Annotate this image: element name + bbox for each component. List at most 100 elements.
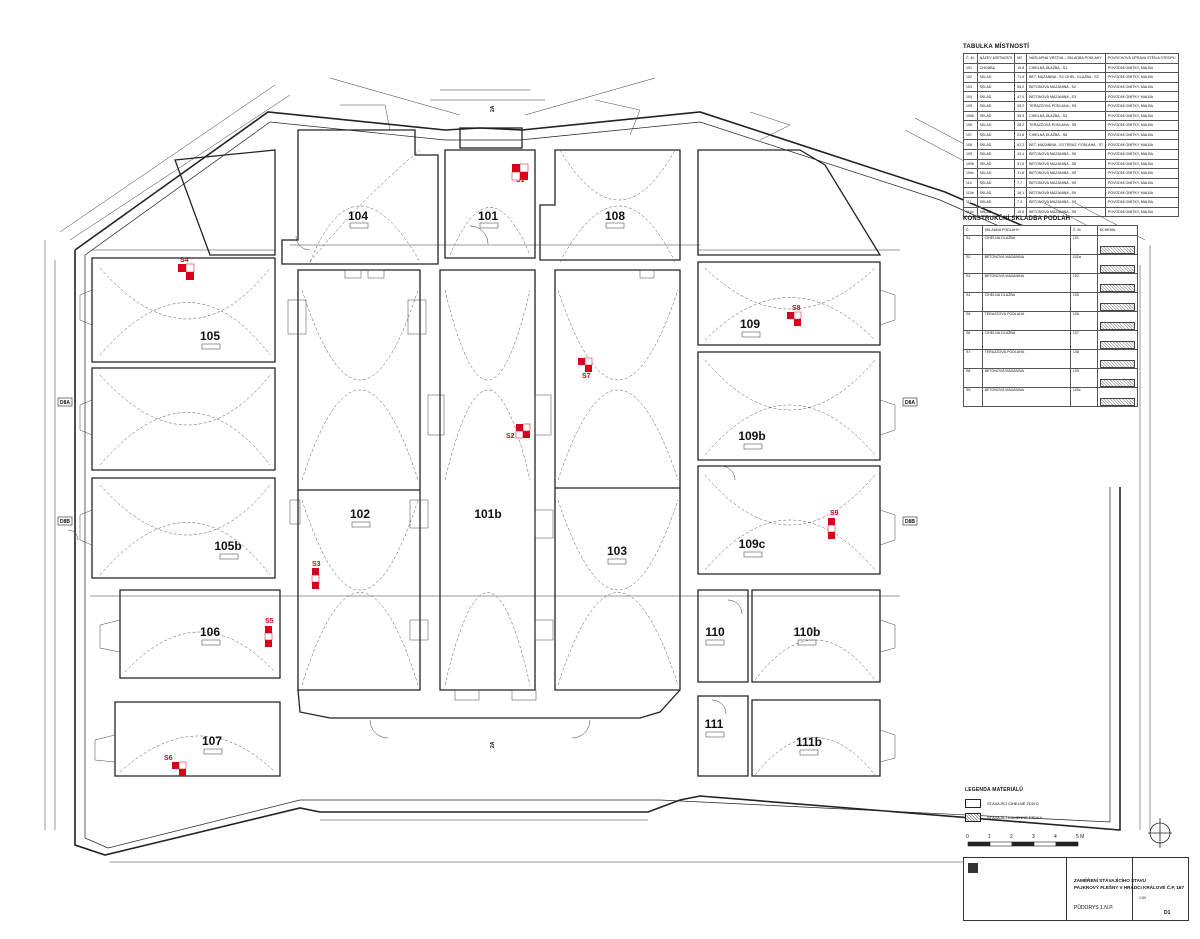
section-mark-2a-south: 2A [490, 741, 496, 748]
table-cell: S8 [963, 367, 983, 388]
table-cell: BETONOVÁ MAZANINA - S9 [1026, 168, 1106, 179]
table-cell: 47,0 [1014, 91, 1028, 102]
svg-text:D8A: D8A [60, 400, 70, 406]
table-cell: POVODNÍ OMÍTKY, MALBA [1104, 110, 1179, 122]
svg-text:2A: 2A [490, 105, 496, 112]
svg-text:0: 0 [966, 834, 969, 840]
table-cell: SKLAD [976, 187, 1016, 198]
room-table-header: POVRCHOVÁ ÚPRAVA STĚN A STROPU [1104, 53, 1179, 64]
table-cell: 43,4 [1014, 148, 1028, 160]
logo-icon [968, 863, 978, 873]
probe-s2: S2 [506, 423, 531, 440]
table-cell: POVODNÍ OMÍTKY, MALBA [1104, 148, 1179, 160]
table-cell: POVODNÍ OMÍTKY, MALBA [1104, 62, 1179, 74]
table-cell: 101 [1069, 234, 1098, 255]
floor-table-header: Č. [963, 225, 983, 236]
table-cell: 28,2 [1014, 120, 1028, 131]
scale-labels: 0 1 2 3 4 5 M [966, 834, 1084, 840]
probe-s3: S3 [311, 561, 321, 589]
table-cell: POVODNÍ OMÍTKY, MALBA [1104, 91, 1179, 102]
table-cell: 105 [1069, 291, 1098, 312]
table-cell: 111 [963, 196, 978, 208]
table-cell: BETONOVÁ MAZANINA - S9 [1026, 187, 1106, 198]
table-cell: TERAZZOVÁ PODLAHA - S5 [1026, 120, 1106, 131]
floor-table-header: SCHEMA [1096, 225, 1139, 236]
room-walls [91, 127, 882, 777]
title-block: ZAMĚŘENÍ STÁVAJÍCÍHO STAVU PAJKROVÝ FLEŠ… [963, 857, 1189, 921]
table-cell: 110b [963, 187, 978, 198]
table-cell: CIHELNÁ DLAŽBA [981, 291, 1071, 312]
legend-item-brick: STÁVAJÍCÍ CIHELNÉ ZDIVO [965, 799, 1115, 808]
room-label-104: 104 [348, 209, 368, 223]
table-cell: 28,2 [1014, 100, 1028, 112]
table-cell: 23,8 [1014, 129, 1028, 141]
table-cell: 102a [1069, 253, 1098, 274]
table-cell: POVODNÍ OMÍTKY, MALBA [1104, 206, 1179, 218]
table-cell: BETONOVÁ MAZANINA - S8 [1026, 148, 1106, 160]
table-cell: 102 [1069, 272, 1098, 293]
floor-schema-icon [1096, 329, 1139, 350]
table-cell: BETONOVÁ MAZANINA - S2 [1026, 81, 1106, 93]
table-cell: S3 [963, 272, 983, 293]
svg-text:S8: S8 [792, 305, 801, 312]
table-cell: 103 [963, 81, 978, 93]
floor-schema-icon [1096, 291, 1139, 312]
room-label-109b: 109b [738, 429, 765, 443]
section-mark-2a-north: 2A [490, 105, 496, 112]
table-cell: 109 [1069, 367, 1098, 388]
probe-s8: S8 [787, 305, 802, 326]
table-cell: S4 [963, 291, 983, 312]
table-cell: SKLAD [976, 148, 1016, 160]
room-table-header: M2 [1014, 53, 1028, 64]
probe-s9: S9 [827, 510, 839, 539]
table-cell: S1 [963, 234, 983, 255]
room-label-110b: 110b [794, 625, 821, 639]
table-cell: 109c [1069, 386, 1098, 407]
table-cell: BETONOVÁ MAZANINA - S8 [1026, 158, 1106, 170]
svg-text:1: 1 [988, 834, 991, 840]
table-cell: POVODNÍ OMÍTKY, MALBA [1104, 139, 1179, 150]
floor-schema-icon [1096, 234, 1139, 255]
table-cell: 55,2 [1014, 81, 1028, 93]
drawing-scale: 1:50 [1139, 896, 1146, 900]
svg-text:D8A: D8A [905, 400, 915, 406]
sheet-number: D1 [1164, 910, 1171, 916]
table-cell: SKLAD [976, 196, 1016, 208]
wall-details [79, 99, 896, 763]
table-cell: BET. MAZANINA - S3 TERAZ. PODLAHA - S7 [1026, 139, 1106, 150]
room-label-107: 107 [202, 734, 222, 748]
table-cell: 107 [963, 129, 978, 141]
vault-arcs [99, 149, 876, 776]
table-cell: SKLAD [976, 139, 1016, 150]
table-cell: BETONOVÁ MAZANINA [981, 272, 1071, 293]
table-cell: 110 [963, 177, 978, 189]
svg-text:3: 3 [1032, 834, 1035, 840]
table-cell: 71,5 [1014, 72, 1028, 83]
table-cell: CIHELNÁ DLAŽBA [981, 329, 1071, 350]
table-cell: 106 [963, 120, 978, 131]
table-cell: SKLAD [976, 158, 1016, 170]
svg-text:S7: S7 [582, 373, 591, 380]
table-cell: CIHELNÁ DLAŽBA - S4 [1026, 110, 1106, 122]
floor-schema-icon [1096, 310, 1139, 331]
floor-table-header: Č. M. [1069, 225, 1098, 236]
dimension-lines [44, 77, 1151, 863]
table-cell: POVODNÍ OMÍTKY, MALBA [1104, 168, 1179, 179]
svg-text:5 M: 5 M [1076, 834, 1084, 840]
table-cell: 101 [963, 62, 978, 74]
table-cell: TERAZZOVÁ PODLAHA - S5 [1026, 100, 1106, 112]
svg-text:4: 4 [1054, 834, 1057, 840]
table-cell: S9 [963, 386, 983, 407]
